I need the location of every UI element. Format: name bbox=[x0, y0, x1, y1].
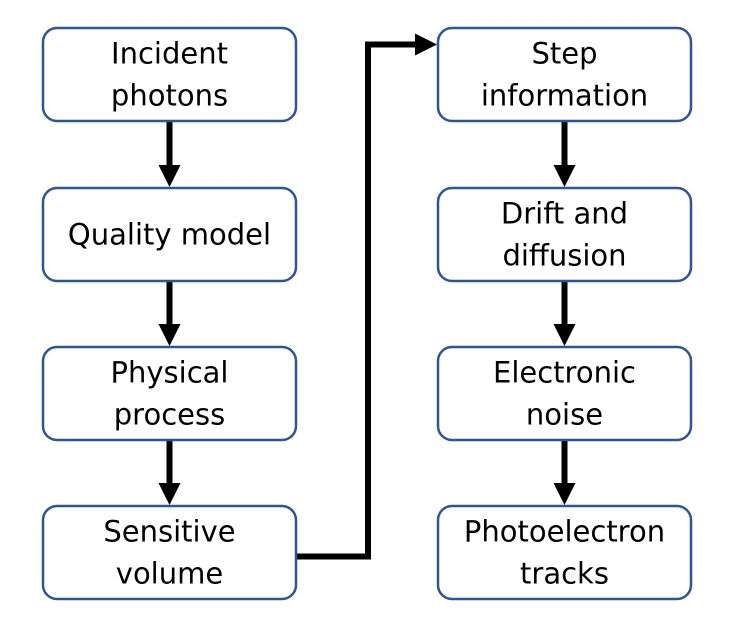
arrow-head bbox=[158, 324, 181, 346]
node-label-line: volume bbox=[116, 557, 223, 591]
node-label-line: Drift and bbox=[501, 197, 628, 231]
node-step-information: Step information bbox=[436, 26, 693, 123]
node-box bbox=[436, 504, 693, 601]
node-photoelectron-tracks: Photoelectron tracks bbox=[436, 504, 693, 601]
node-label-line: Photoelectron bbox=[464, 515, 665, 549]
node-box bbox=[41, 186, 298, 283]
edge-step-information-to-drift-and-diffusion bbox=[553, 121, 576, 187]
node-label-line: diffusion bbox=[502, 239, 626, 273]
node-drift-and-diffusion: Drift and diffusion bbox=[436, 186, 693, 283]
node-label-line: Physical bbox=[111, 356, 229, 390]
edges-layer bbox=[158, 33, 576, 560]
edge-physical-process-to-sensitive-volume bbox=[158, 440, 181, 505]
node-label-line: Electronic bbox=[493, 356, 636, 390]
node-box bbox=[436, 186, 693, 283]
node-label-line: Sensitive bbox=[103, 515, 235, 549]
arrow-head bbox=[553, 483, 576, 505]
node-box bbox=[41, 345, 298, 442]
node-incident-photons: Incident photons bbox=[41, 26, 298, 123]
node-label-line: photons bbox=[111, 79, 228, 113]
edge-incident-photons-to-quality-model bbox=[158, 121, 181, 187]
edge-quality-model-to-physical-process bbox=[158, 281, 181, 346]
arrow-head bbox=[553, 324, 576, 346]
arrow-head bbox=[158, 165, 181, 187]
node-sensitive-volume: Sensitive volume bbox=[41, 504, 298, 601]
node-quality-model: Quality model bbox=[41, 186, 298, 283]
arrow-head bbox=[553, 165, 576, 187]
node-box bbox=[41, 26, 298, 123]
arrow-head bbox=[158, 483, 181, 505]
edge-drift-and-diffusion-to-electronic-noise bbox=[553, 281, 576, 346]
edge-sensitive-volume-to-step-information bbox=[296, 33, 437, 560]
node-box bbox=[436, 345, 693, 442]
node-electronic-noise: Electronic noise bbox=[436, 345, 693, 442]
node-box bbox=[436, 26, 693, 123]
node-label-line: noise bbox=[526, 398, 603, 432]
edge-electronic-noise-to-photoelectron-tracks bbox=[553, 440, 576, 505]
node-label-line: process bbox=[114, 398, 225, 432]
node-label-line: Quality model bbox=[68, 218, 271, 252]
node-box bbox=[41, 504, 298, 601]
arrow-head bbox=[415, 33, 437, 56]
node-label-line: information bbox=[481, 79, 648, 113]
node-label-line: Incident bbox=[111, 37, 228, 71]
node-label-line: tracks bbox=[520, 557, 609, 591]
arrow-shaft bbox=[296, 41, 419, 560]
node-physical-process: Physical process bbox=[41, 345, 298, 442]
node-label-line: Step bbox=[531, 37, 597, 71]
